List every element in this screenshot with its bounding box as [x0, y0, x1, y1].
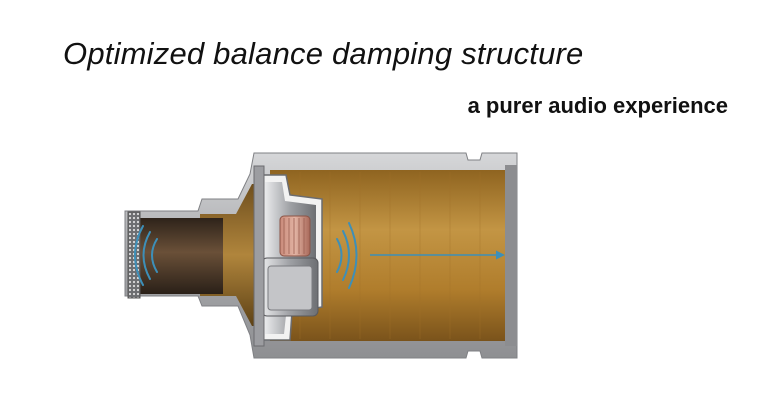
rear-cap [505, 165, 517, 346]
tagline: a purer audio experience [467, 93, 728, 118]
nozzle-sound-waves [134, 225, 158, 286]
headline: Optimized balance damping structure [63, 36, 584, 71]
arrow-head [496, 250, 505, 260]
clamp-ring [253, 165, 265, 347]
chamber-sound-waves [336, 222, 358, 289]
nozzle [138, 218, 223, 294]
voice-coil [279, 215, 311, 257]
